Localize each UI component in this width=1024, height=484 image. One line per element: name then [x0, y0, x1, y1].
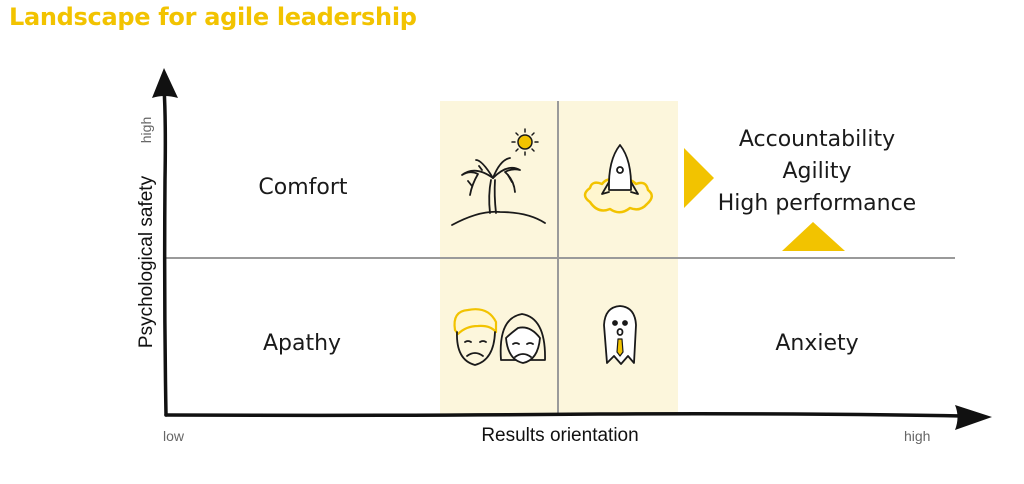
quadrant-label-comfort: Comfort [258, 175, 348, 200]
quadrant-label-accountability: Accountability [739, 127, 895, 152]
x-axis-line [164, 412, 964, 418]
palm-tree-island-icon [451, 157, 546, 226]
quadrant-label-agility: Agility [783, 159, 852, 184]
y-axis-high-label: high [138, 117, 154, 143]
x-axis-arrowhead [955, 405, 992, 430]
sun-icon [511, 128, 539, 156]
sad-faces-icon [453, 308, 546, 366]
x-axis-title: Results orientation [481, 425, 638, 446]
quadrant-label-apathy: Apathy [263, 331, 341, 356]
x-axis-high-label: high [904, 428, 930, 444]
page-title: Landscape for agile leadership [9, 3, 417, 31]
ghost-with-tie-icon [603, 305, 637, 365]
triangle-right-icon [684, 148, 714, 208]
x-axis-low-label: low [163, 428, 185, 444]
triangle-up-icon [782, 222, 845, 251]
rocket-icon [583, 144, 653, 214]
quadrant-label-high-performance: High performance [718, 191, 916, 216]
y-axis-arrowhead [152, 68, 178, 98]
y-axis-title: Psychological safety [136, 175, 157, 348]
quadrant-label-anxiety: Anxiety [775, 331, 858, 356]
y-axis-line [162, 86, 168, 417]
